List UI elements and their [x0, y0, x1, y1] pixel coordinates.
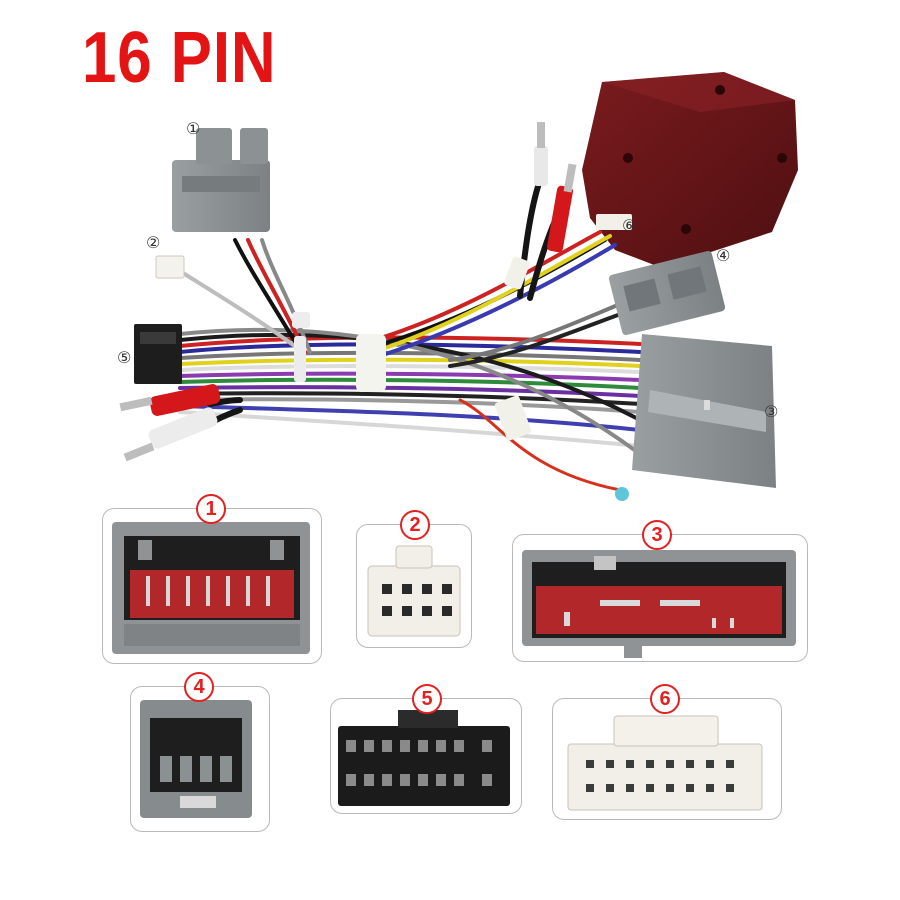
connector-6-badge: 6	[650, 684, 680, 714]
connector-5-closeup	[338, 710, 510, 806]
connector-2-badge: 2	[400, 510, 430, 540]
connector-4-closeup	[140, 700, 252, 818]
connector-5-photo	[134, 324, 182, 384]
pin-count-title: 16 PIN	[82, 18, 277, 98]
callout-6: ⑥	[622, 216, 637, 235]
control-module	[582, 72, 798, 268]
callout-5: ⑤	[117, 348, 132, 367]
connector-5-card	[330, 698, 522, 814]
connector-2-photo	[155, 255, 185, 279]
connector-1-card	[102, 508, 322, 664]
connector-6-closeup	[567, 715, 763, 811]
wire-bundle	[173, 177, 642, 492]
connector-3-photo	[632, 334, 776, 488]
cable-ties	[292, 256, 629, 501]
connector-4-badge: 4	[184, 672, 214, 702]
connector-4-card	[130, 686, 270, 832]
connector-3-badge: 3	[642, 520, 672, 550]
callout-3: ③	[764, 402, 779, 421]
connector-5-badge: 5	[412, 684, 442, 714]
connector-3-closeup	[522, 550, 796, 658]
connector-3-card	[512, 534, 808, 662]
rca-plugs	[119, 122, 577, 462]
connector-6-card	[552, 698, 782, 820]
callout-4: ④	[716, 246, 731, 265]
callout-1: ①	[186, 119, 201, 138]
connector-1-badge: 1	[196, 494, 226, 524]
connector-1-photo	[172, 128, 270, 232]
connector-2-card	[356, 524, 472, 648]
connector-2-closeup	[367, 545, 461, 637]
callout-2: ②	[146, 233, 161, 252]
connector-4-photo	[608, 250, 726, 336]
connector-1-closeup	[112, 522, 310, 654]
